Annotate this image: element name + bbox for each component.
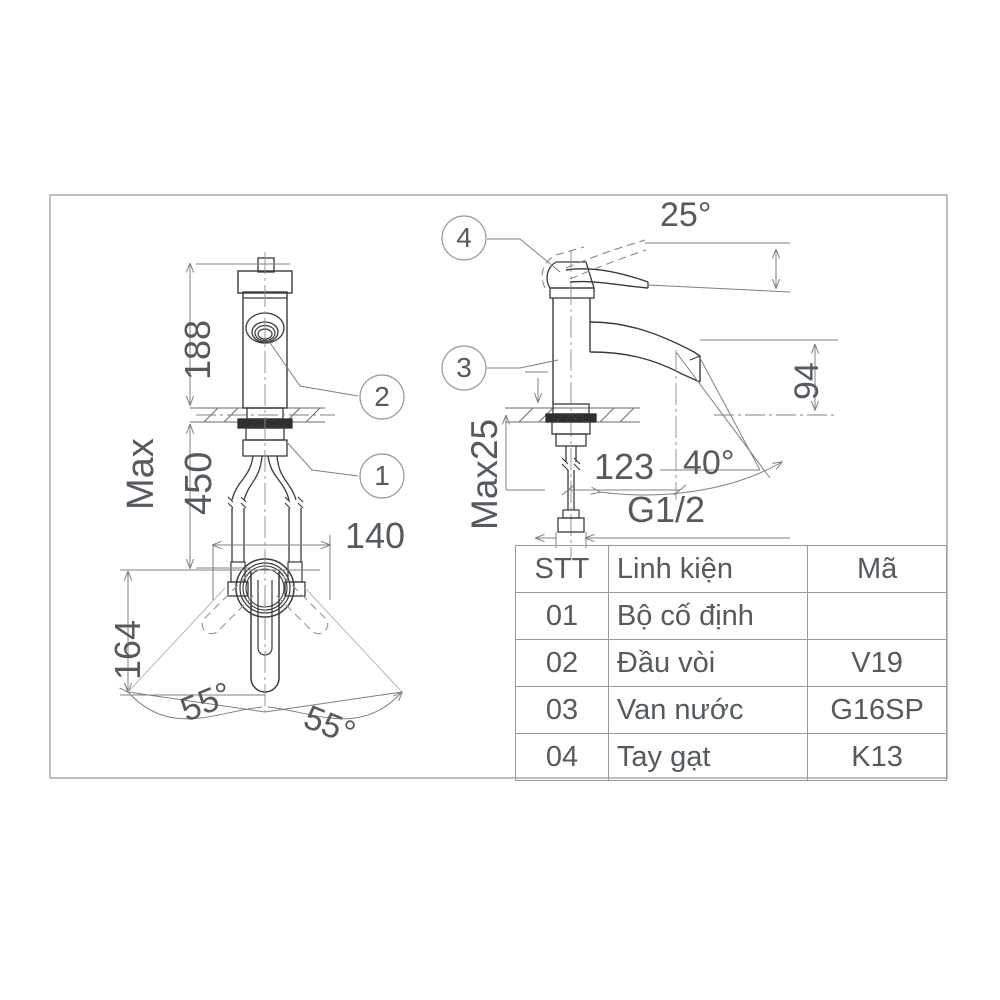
front-elevation-geometry [190, 252, 325, 597]
dimension-164: 164 [107, 619, 148, 680]
header-code: Mã [807, 545, 947, 593]
header-part: Linh kiện [607, 545, 809, 593]
callout-label-1: 1 [374, 460, 390, 491]
front-callout-leaders [267, 339, 359, 477]
callout-bubble-4[interactable] [441, 215, 487, 261]
front-elevation-dimensions [190, 264, 335, 600]
cell-code [807, 592, 947, 640]
dimension-max: Max [120, 438, 162, 510]
cell-part: Tay gạt [607, 733, 809, 781]
parts-list-table: STT Linh kiện Mã 01 Bộ cố định 02 Đầu vò… [515, 545, 947, 781]
cell-part: Đầu vòi [607, 639, 809, 687]
side-callout-leaders [487, 238, 561, 369]
table-row: 01 Bộ cố định [515, 592, 947, 640]
dimension-140: 140 [345, 515, 406, 556]
dimension-94: 94 [788, 362, 826, 400]
callout-label-2: 2 [374, 381, 390, 412]
dimension-g12: G1/2 [627, 489, 706, 530]
cell-part: Bộ cố định [607, 592, 809, 640]
callout-bubble-3[interactable] [441, 345, 487, 391]
cell-stt: 03 [515, 686, 609, 734]
dimension-450: 450 [178, 451, 220, 515]
callout-label-4: 4 [456, 222, 472, 253]
table-row: 03 Van nước G16SP [515, 686, 947, 734]
plan-view-dimensions [120, 569, 402, 720]
table-row: 02 Đầu vòi V19 [515, 639, 947, 687]
drawing-frame [49, 194, 948, 779]
header-stt: STT [515, 545, 609, 593]
cell-stt: 02 [515, 639, 609, 687]
table-row: 04 Tay gạt K13 [515, 733, 947, 781]
cell-part: Van nước [607, 686, 809, 734]
dimension-25deg: 25° [660, 196, 712, 234]
callout-bubble-1[interactable] [359, 453, 405, 499]
cell-code: V19 [807, 639, 947, 687]
callout-label-3: 3 [456, 352, 472, 383]
dimension-40deg: 40° [683, 444, 735, 482]
dimension-max25: Max25 [464, 418, 505, 530]
callout-bubble-2[interactable] [359, 374, 405, 420]
dimension-123: 123 [594, 446, 655, 487]
cell-stt: 04 [515, 733, 609, 781]
table-header-row: STT Linh kiện Mã [515, 545, 947, 593]
cell-code: K13 [807, 733, 947, 781]
cell-stt: 01 [515, 592, 609, 640]
plan-view-geometry [201, 552, 329, 712]
dimension-188: 188 [177, 319, 218, 380]
side-elevation-dimensions [506, 242, 838, 548]
cell-code: G16SP [807, 686, 947, 734]
